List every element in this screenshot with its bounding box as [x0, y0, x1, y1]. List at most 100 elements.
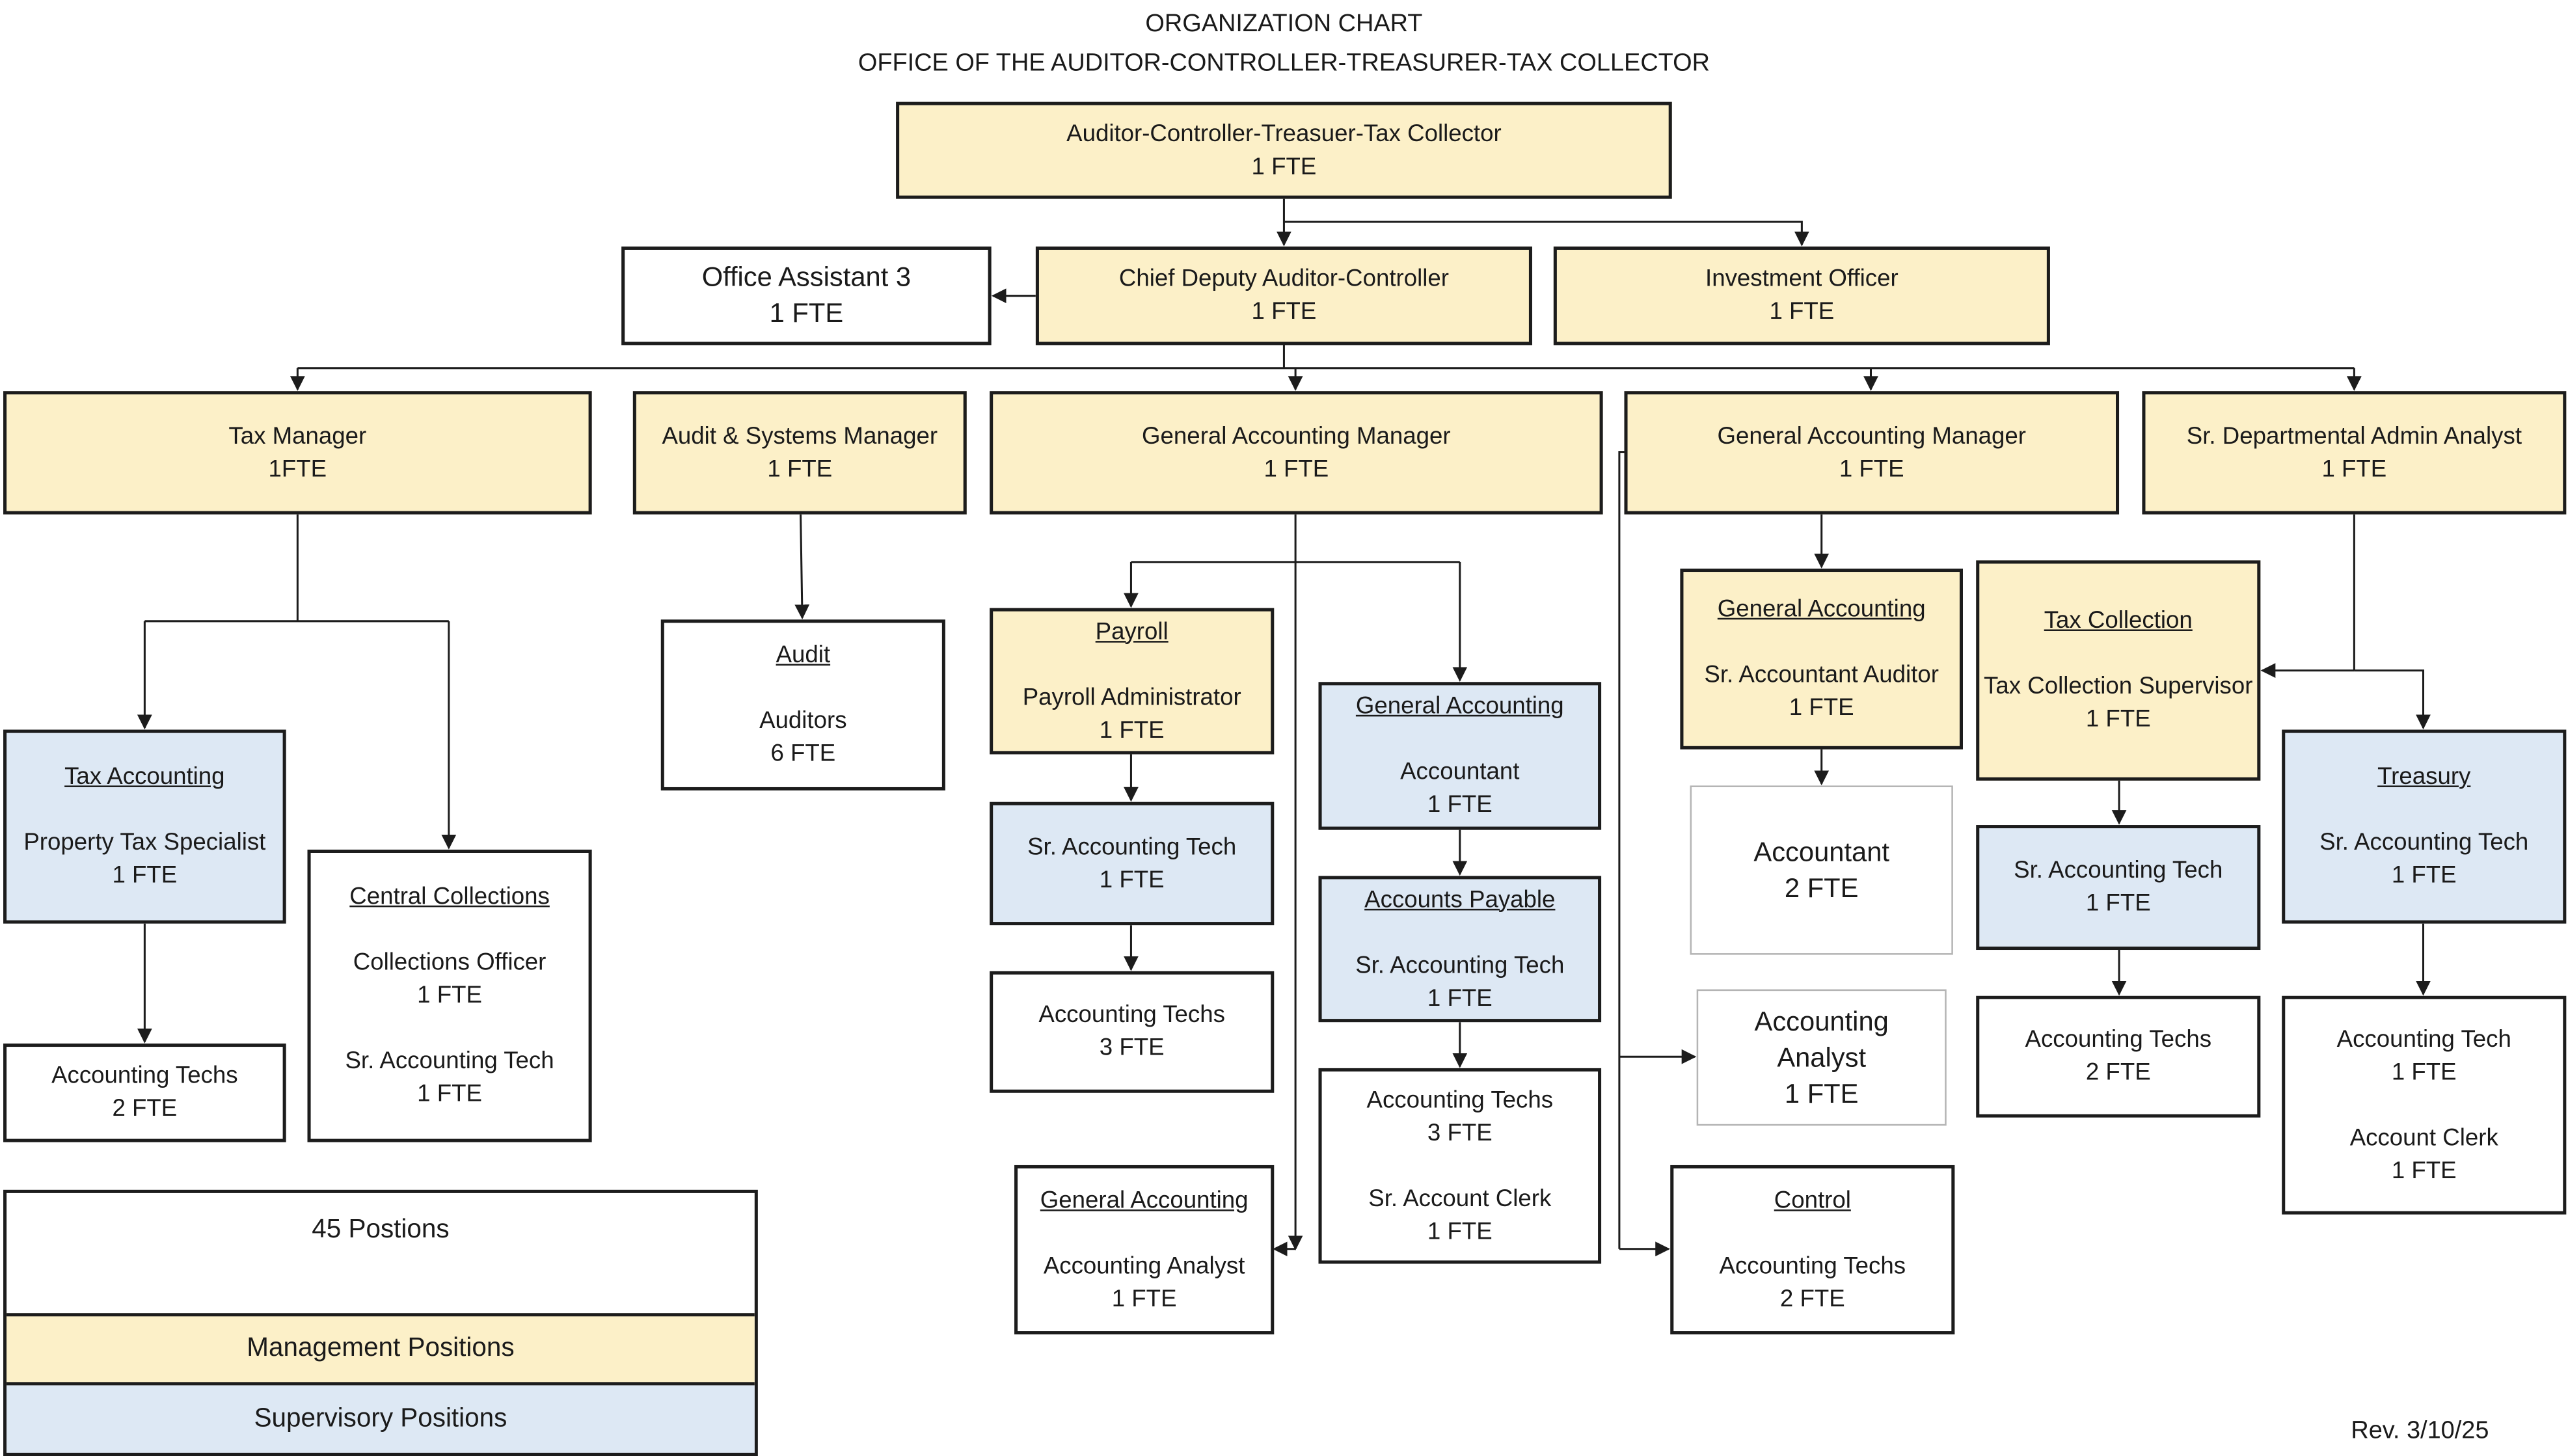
box-ga-accountant: General Accounting Accountant 1 FTE	[1318, 682, 1602, 830]
position-fte: 1 FTE	[1789, 695, 1854, 721]
position-fte: 1 FTE	[1784, 1079, 1859, 1109]
position-fte: 2 FTE	[1779, 1286, 1845, 1313]
position-fte: 1 FTE	[2391, 1157, 2457, 1184]
box-sr-departmental-admin-analyst: Sr. Departmental Admin Analyst 1 FTE	[2142, 391, 2567, 515]
position-fte: 1 FTE	[1111, 1286, 1177, 1313]
position-fte: 1FTE	[268, 455, 327, 483]
box-accounts-payable: Accounts Payable Sr. Accounting Tech 1 F…	[1318, 876, 1602, 1023]
box-tax-collection: Tax Collection Tax Collection Supervisor…	[1976, 560, 2261, 781]
unit-name: Payroll	[1095, 619, 1169, 645]
position-fte: 1 FTE	[2085, 707, 2151, 733]
position-title: Sr. Account Clerk	[1368, 1185, 1552, 1212]
box-payroll-accounting-techs: Accounting Techs 3 FTE	[990, 971, 1275, 1093]
position-fte: 1 FTE	[1099, 717, 1165, 744]
box-tax-manager: Tax Manager 1FTE	[3, 391, 592, 515]
position-title: Property Tax Specialist	[23, 829, 266, 857]
position-title: Sr. Accounting Tech	[2319, 829, 2529, 857]
box-ga-sr-accountant-auditor: General Accounting Sr. Accountant Audito…	[1680, 568, 1963, 749]
position-title: Auditor-Controller-Treasuer-Tax Collecto…	[1066, 120, 1502, 148]
position-title: Sr. Accounting Tech	[1355, 952, 1565, 979]
position-fte: 1 FTE	[1427, 792, 1493, 818]
box-auditor-controller-treasurer: Auditor-Controller-Treasuer-Tax Collecto…	[896, 101, 1672, 199]
position-fte: 3 FTE	[1099, 1035, 1165, 1062]
box-tax-collection-techs: Accounting Techs 2 FTE	[1976, 995, 2261, 1118]
position-fte: 1 FTE	[417, 982, 482, 1009]
position-fte: 1 FTE	[112, 863, 178, 889]
position-title: Sr. Accounting Tech	[2014, 857, 2223, 884]
position-fte: 1 FTE	[417, 1081, 482, 1108]
position-title: Account Clerk	[2349, 1125, 2498, 1152]
legend-management: Management Positions	[7, 1313, 755, 1386]
position-title: Accounting Analyst	[1043, 1253, 1245, 1280]
position-title: Auditors	[759, 708, 847, 735]
position-fte: 1 FTE	[2391, 863, 2457, 889]
position-fte: 1 FTE	[767, 455, 833, 483]
position-title: Sr. Accounting Tech	[1027, 833, 1237, 861]
box-accounting-analyst: Accounting Analyst 1 FTE	[1696, 989, 1947, 1126]
position-title: Tax Collection Supervisor	[1984, 673, 2253, 701]
position-title: Tax Manager	[228, 423, 367, 450]
box-ga-accounting-analyst: General Accounting Accounting Analyst 1 …	[1014, 1165, 1275, 1335]
position-fte: 1 FTE	[1427, 985, 1493, 1012]
position-fte: 1 FTE	[2085, 891, 2151, 917]
box-chief-deputy: Chief Deputy Auditor-Controller 1 FTE	[1035, 246, 1532, 345]
position-fte: 1 FTE	[1769, 299, 1835, 326]
legend-total-positions: 45 Postions	[312, 1216, 450, 1245]
position-fte: 1 FTE	[1099, 867, 1165, 893]
unit-name: Tax Accounting	[64, 764, 225, 791]
position-fte: 2 FTE	[112, 1096, 178, 1123]
position-fte: 1 FTE	[1264, 455, 1329, 483]
position-fte: 1 FTE	[2321, 455, 2387, 483]
unit-name: General Accounting	[1717, 596, 1926, 623]
position-title: Sr. Departmental Admin Analyst	[2186, 423, 2522, 450]
box-control: Control Accounting Techs 2 FTE	[1670, 1165, 1955, 1335]
position-fte: 1 FTE	[1251, 154, 1317, 180]
position-fte: 1 FTE	[1251, 299, 1317, 326]
box-general-accounting-manager-2: General Accounting Manager 1 FTE	[1624, 391, 2120, 515]
unit-name: Audit	[776, 642, 831, 669]
box-general-accounting-manager-1: General Accounting Manager 1 FTE	[990, 391, 1603, 515]
box-tax-collection-sr-tech: Sr. Accounting Tech 1 FTE	[1976, 825, 2261, 950]
position-title: Analyst	[1777, 1042, 1867, 1073]
position-fte: 1 FTE	[2391, 1059, 2457, 1086]
unit-name: General Accounting	[1355, 693, 1564, 720]
unit-name: Tax Collection	[2044, 608, 2193, 635]
position-fte: 2 FTE	[2085, 1060, 2151, 1086]
unit-name: General Accounting	[1040, 1187, 1249, 1214]
position-title: Accounting Techs	[1719, 1253, 1906, 1280]
unit-name: Central Collections	[349, 883, 550, 911]
position-title: Accounting Techs	[1038, 1002, 1225, 1029]
position-title: Payroll Administrator	[1022, 684, 1241, 711]
chart-subtitle: OFFICE OF THE AUDITOR-CONTROLLER-TREASUR…	[858, 49, 1710, 77]
position-fte: 1 FTE	[769, 299, 844, 329]
position-title: Accountant	[1400, 759, 1520, 786]
legend: 45 Postions Management Positions Supervi…	[3, 1189, 758, 1456]
box-investment-officer: Investment Officer 1 FTE	[1553, 246, 2050, 345]
box-audit: Audit Auditors 6 FTE	[660, 619, 945, 791]
box-tax-accounting-techs: Accounting Techs 2 FTE	[3, 1044, 286, 1142]
box-office-assistant: Office Assistant 3 1 FTE	[621, 246, 992, 345]
box-treasury-staff: Accounting Tech 1 FTE Account Clerk 1 FT…	[2282, 995, 2567, 1215]
box-payroll-sr-accounting-tech: Sr. Accounting Tech 1 FTE	[990, 802, 1275, 926]
box-tax-accounting: Tax Accounting Property Tax Specialist 1…	[3, 729, 286, 924]
position-title: Office Assistant 3	[701, 263, 912, 293]
position-title: Investment Officer	[1705, 266, 1899, 293]
legend-supervisory: Supervisory Positions	[7, 1385, 755, 1453]
box-accountant-2fte: Accountant 2 FTE	[1690, 785, 1953, 955]
position-title: Audit & Systems Manager	[662, 423, 938, 450]
box-central-collections: Central Collections Collections Officer …	[307, 849, 592, 1142]
position-title: Accounting	[1754, 1006, 1889, 1036]
line-gam2-side-trunk	[1618, 451, 1633, 1249]
position-title: General Accounting Manager	[1142, 423, 1451, 450]
box-ap-accounting-techs: Accounting Techs 3 FTE Sr. Account Clerk…	[1318, 1068, 1602, 1264]
unit-name: Treasury	[2377, 764, 2471, 791]
line-to-audit	[794, 514, 810, 620]
position-title: Chief Deputy Auditor-Controller	[1118, 266, 1449, 293]
revision-date: Rev. 3/10/25	[2351, 1416, 2489, 1445]
position-title: Collections Officer	[353, 950, 547, 977]
box-treasury: Treasury Sr. Accounting Tech 1 FTE	[2282, 729, 2567, 924]
box-payroll: Payroll Payroll Administrator 1 FTE	[990, 608, 1275, 755]
position-fte: 6 FTE	[770, 741, 836, 768]
position-fte: 1 FTE	[1839, 455, 1904, 483]
